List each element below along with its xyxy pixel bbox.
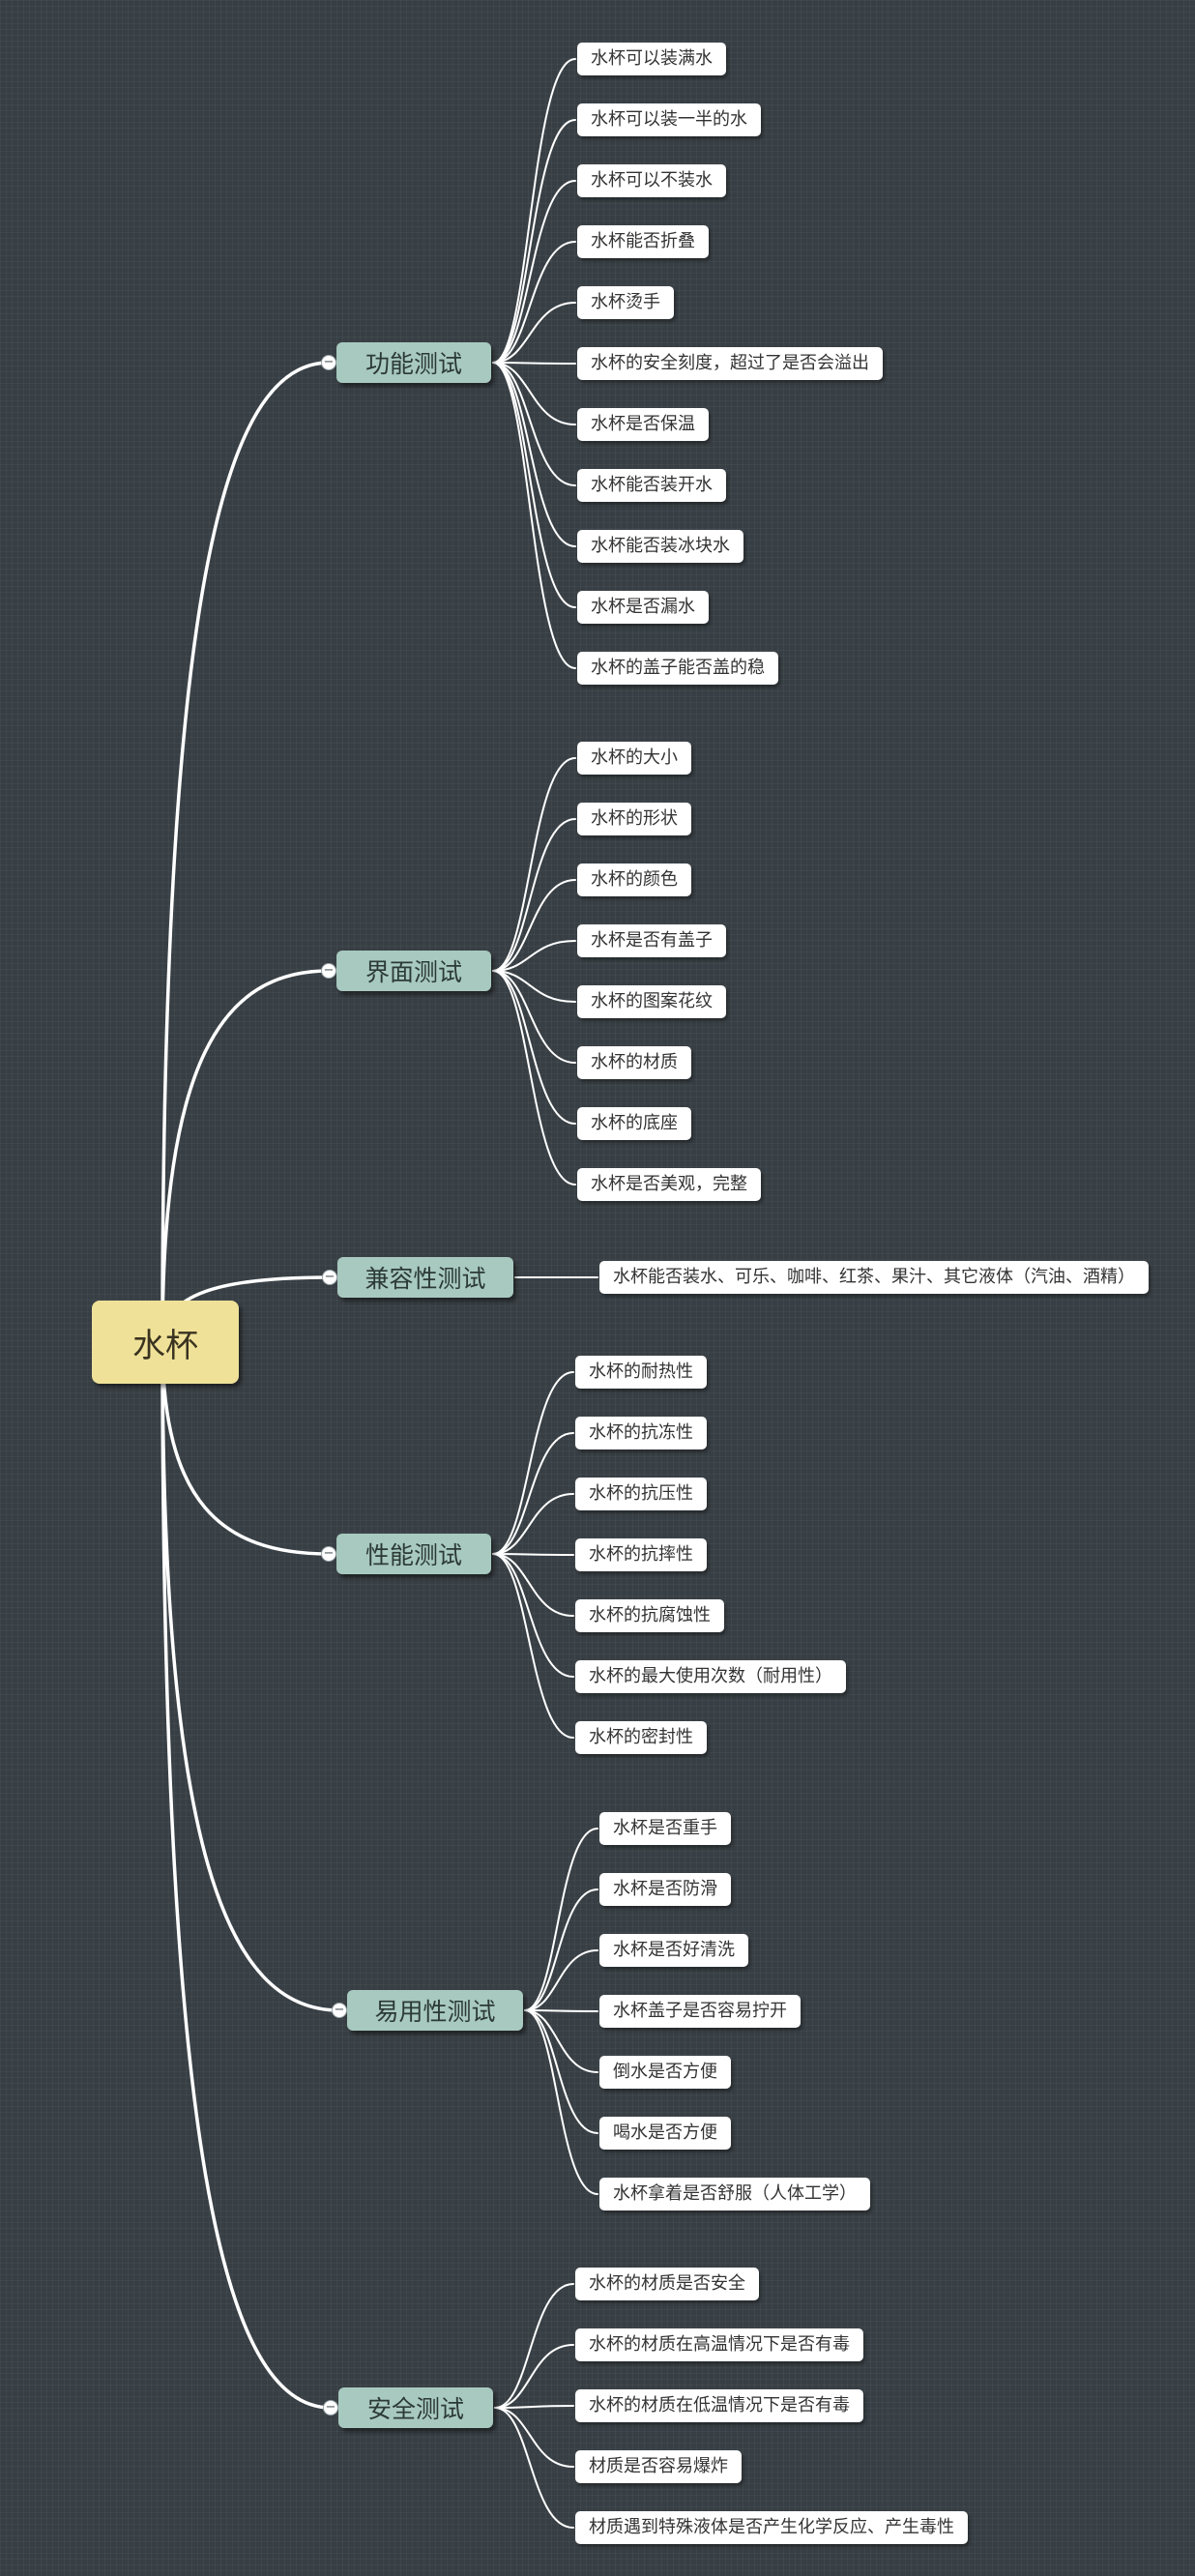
root-branch-connector — [160, 1340, 333, 2410]
leaf-node[interactable]: 水杯的抗压性 — [575, 1478, 707, 1510]
branch-leaf-connector — [492, 879, 576, 972]
branch-leaf-connector — [494, 2407, 574, 2468]
branch-leaf-connector — [492, 1432, 574, 1555]
collapse-toggle-icon[interactable]: − — [321, 1546, 336, 1562]
leaf-node[interactable]: 水杯的抗摔性 — [575, 1538, 707, 1571]
leaf-node[interactable]: 水杯是否好清洗 — [599, 1934, 748, 1967]
branch-leaf-connector — [494, 2407, 574, 2529]
leaf-node[interactable]: 水杯能否装冰块水 — [577, 530, 743, 563]
branch-leaf-connector — [492, 1493, 574, 1555]
branch-leaf-connector — [492, 362, 576, 425]
leaf-node[interactable]: 水杯是否防滑 — [599, 1873, 731, 1906]
leaf-node[interactable]: 水杯的形状 — [577, 803, 691, 835]
leaf-node[interactable]: 水杯是否保温 — [577, 408, 709, 441]
leaf-node[interactable]: 水杯能否装水、可乐、咖啡、红茶、果汁、其它液体（汽油、酒精） — [599, 1261, 1149, 1294]
branch-leaf-connector — [492, 1553, 574, 1739]
branch-leaf-connector — [492, 757, 576, 972]
branch-leaf-connector — [524, 2009, 598, 2073]
collapse-toggle-icon[interactable]: − — [321, 963, 336, 979]
leaf-node[interactable]: 水杯烫手 — [577, 286, 674, 319]
collapse-toggle-icon[interactable]: − — [321, 355, 336, 370]
leaf-node[interactable]: 倒水是否方便 — [599, 2056, 731, 2089]
branch-leaf-connector — [524, 2009, 598, 2012]
branch-leaf-connector — [492, 818, 576, 972]
branch-leaf-connector — [494, 2405, 574, 2409]
collapse-toggle-icon[interactable]: − — [322, 1270, 337, 1285]
root-branch-connector — [160, 361, 331, 1344]
branch-leaf-connector — [492, 1553, 574, 1556]
branch-leaf-connector — [492, 362, 576, 669]
root-branch-connector — [160, 1340, 331, 1556]
leaf-node[interactable]: 水杯可以不装水 — [577, 164, 726, 197]
branch-leaf-connector — [492, 970, 576, 1064]
branch-leaf-connector — [492, 362, 576, 608]
leaf-node[interactable]: 喝水是否方便 — [599, 2117, 731, 2150]
leaf-node[interactable]: 水杯的耐热性 — [575, 1356, 707, 1389]
leaf-node[interactable]: 水杯是否漏水 — [577, 591, 709, 624]
branch-node[interactable]: 易用性测试 — [347, 1990, 523, 2031]
leaf-node[interactable]: 水杯的最大使用次数（耐用性） — [575, 1660, 846, 1693]
branch-leaf-connector — [524, 2009, 598, 2195]
branch-leaf-connector — [492, 302, 576, 364]
branch-leaf-connector — [492, 970, 576, 1186]
leaf-node[interactable]: 水杯的抗冻性 — [575, 1417, 707, 1449]
branch-leaf-connector — [492, 119, 576, 364]
branch-leaf-connector — [492, 1553, 574, 1678]
branch-node[interactable]: 性能测试 — [336, 1534, 491, 1574]
leaf-node[interactable]: 水杯盖子是否容易拧开 — [599, 1995, 801, 2028]
leaf-node[interactable]: 水杯的安全刻度，超过了是否会溢出 — [577, 347, 883, 380]
branch-leaf-connector — [492, 241, 576, 364]
leaf-node[interactable]: 水杯的材质是否安全 — [575, 2268, 759, 2300]
branch-node[interactable]: 功能测试 — [336, 342, 491, 383]
branch-leaf-connector — [492, 362, 576, 486]
branch-leaf-connector — [492, 970, 576, 1125]
leaf-node[interactable]: 水杯的颜色 — [577, 864, 691, 896]
branch-leaf-connector — [492, 1553, 574, 1617]
leaf-node[interactable]: 水杯的大小 — [577, 742, 691, 775]
leaf-node[interactable]: 水杯的底座 — [577, 1107, 691, 1140]
leaf-node[interactable]: 水杯能否折叠 — [577, 225, 709, 258]
leaf-node[interactable]: 水杯的盖子能否盖的稳 — [577, 652, 778, 685]
leaf-node[interactable]: 水杯的密封性 — [575, 1721, 707, 1754]
branch-leaf-connector — [492, 940, 576, 972]
leaf-node[interactable]: 水杯的图案花纹 — [577, 985, 726, 1018]
collapse-toggle-icon[interactable]: − — [323, 2400, 338, 2415]
leaf-node[interactable]: 水杯拿着是否舒服（人体工学） — [599, 2178, 870, 2210]
root-node[interactable]: 水杯 — [92, 1301, 239, 1384]
branch-leaf-connector — [492, 362, 576, 547]
leaf-node[interactable]: 水杯的材质 — [577, 1046, 691, 1079]
branch-leaf-connector — [494, 2283, 574, 2409]
branch-leaf-connector — [492, 970, 576, 1003]
branch-leaf-connector — [524, 2009, 598, 2134]
branch-node[interactable]: 安全测试 — [338, 2387, 493, 2428]
branch-leaf-connector — [524, 1828, 598, 2011]
leaf-node[interactable]: 水杯的材质在高温情况下是否有毒 — [575, 2328, 863, 2361]
leaf-node[interactable]: 水杯的材质在低温情况下是否有毒 — [575, 2389, 863, 2422]
leaf-node[interactable]: 水杯是否美观，完整 — [577, 1168, 761, 1201]
root-branch-connector — [160, 969, 331, 1344]
leaf-node[interactable]: 水杯是否有盖子 — [577, 924, 726, 957]
branch-leaf-connector — [524, 1949, 598, 2011]
branch-leaf-connector — [492, 362, 576, 365]
leaf-node[interactable]: 水杯是否重手 — [599, 1812, 731, 1845]
root-branch-connector — [160, 1340, 341, 2012]
branch-leaf-connector — [492, 1371, 574, 1555]
branch-leaf-connector — [492, 58, 576, 364]
leaf-node[interactable]: 水杯的抗腐蚀性 — [575, 1599, 724, 1632]
leaf-node[interactable]: 水杯可以装满水 — [577, 43, 726, 75]
branch-leaf-connector — [524, 1888, 598, 2011]
branch-node[interactable]: 兼容性测试 — [337, 1257, 513, 1298]
branch-leaf-connector — [492, 180, 576, 364]
leaf-node[interactable]: 材质遇到特殊液体是否产生化学反应、产生毒性 — [575, 2511, 968, 2544]
collapse-toggle-icon[interactable]: − — [332, 2003, 347, 2018]
leaf-node[interactable]: 水杯可以装一半的水 — [577, 103, 761, 136]
branch-leaf-connector — [494, 2344, 574, 2409]
branch-node[interactable]: 界面测试 — [336, 951, 491, 991]
leaf-node[interactable]: 材质是否容易爆炸 — [575, 2450, 742, 2483]
leaf-node[interactable]: 水杯能否装开水 — [577, 469, 726, 502]
